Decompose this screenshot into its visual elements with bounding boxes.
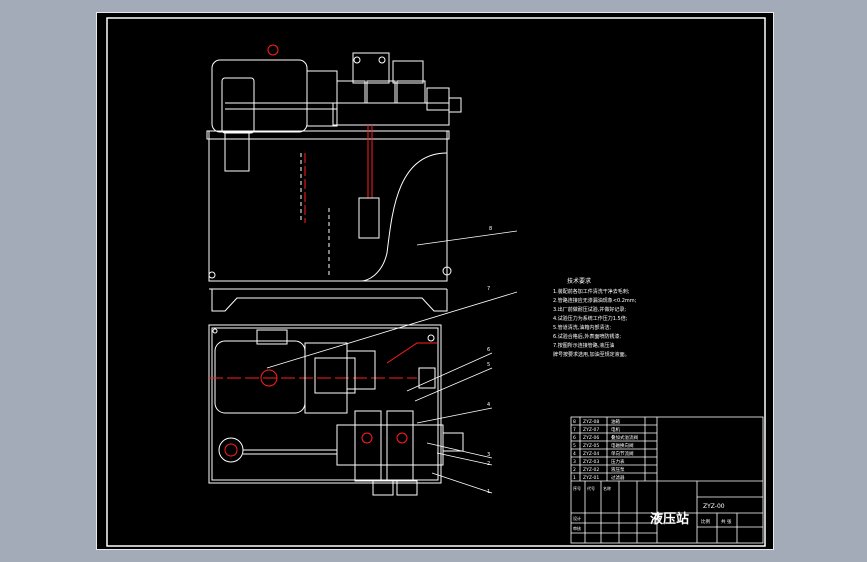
part-name: 单向节流阀 bbox=[611, 450, 634, 457]
top-view bbox=[208, 324, 464, 496]
callout-4: 4 bbox=[487, 402, 490, 408]
part-code: ZYZ-01 bbox=[583, 475, 599, 481]
tech-note-line: 4.试验压力为系统工作压力1.5倍; bbox=[553, 315, 628, 322]
parts-header-code: 代号 bbox=[587, 485, 595, 491]
callout-7: 7 bbox=[487, 286, 490, 292]
part-name: 压力表 bbox=[611, 458, 625, 465]
tech-note-line: 3.出厂前做耐压试验,并做好记录; bbox=[553, 306, 626, 313]
part-name: 过滤器 bbox=[611, 474, 625, 481]
part-name: 液压泵 bbox=[611, 466, 625, 473]
title-checker: 审核 bbox=[573, 525, 581, 531]
tank-top bbox=[208, 324, 442, 484]
drawing-number: ZYZ-00 bbox=[703, 503, 725, 510]
title-scale: 比例 bbox=[701, 518, 710, 525]
part-code: ZYZ-05 bbox=[583, 443, 599, 449]
filter-top bbox=[218, 437, 244, 463]
part-no: 2 bbox=[573, 467, 576, 473]
drawing-canvas: 8 7 6 5 4 3 2 1 技术要求 1.装配前各加工件清洗干净去毛刺; 2… bbox=[106, 17, 766, 547]
motor-front bbox=[211, 59, 308, 133]
parts-header-name: 名称 bbox=[603, 485, 611, 491]
tech-notes-heading: 技术要求 bbox=[567, 277, 591, 285]
parts-list-text: 8 ZYZ-08 油箱 7 ZYZ-07 电机 6 ZYZ-06 叠加式溢流阀 … bbox=[573, 418, 732, 531]
part-no: 7 bbox=[573, 427, 576, 433]
title-sheet: 共 张 bbox=[721, 518, 732, 525]
title-block bbox=[570, 416, 764, 544]
tech-note-line: 2.管路连接应无渗漏油现象<0.2mm; bbox=[553, 297, 637, 304]
parts-header-no: 序号 bbox=[573, 485, 581, 491]
callout-labels: 8 7 6 5 4 3 2 1 bbox=[487, 226, 492, 495]
callout-2: 2 bbox=[487, 461, 490, 467]
part-no: 1 bbox=[573, 475, 576, 481]
valve-block-front bbox=[332, 102, 450, 126]
part-name: 油箱 bbox=[611, 418, 620, 425]
callout-1: 1 bbox=[487, 489, 490, 495]
part-name: 电机 bbox=[611, 426, 620, 433]
tech-note-line: 7.按图所示连接管路,液压油 bbox=[553, 342, 614, 349]
part-name: 叠加式溢流阀 bbox=[611, 434, 638, 441]
part-code: ZYZ-04 bbox=[583, 451, 599, 457]
part-code: ZYZ-08 bbox=[583, 419, 599, 425]
part-code: ZYZ-02 bbox=[583, 467, 599, 473]
leader-lines bbox=[266, 230, 518, 494]
callout-5: 5 bbox=[487, 362, 490, 368]
tech-note-line: 牌号按要求选用,加油至规定液面。 bbox=[553, 351, 630, 358]
callout-8: 8 bbox=[489, 226, 492, 232]
part-no: 6 bbox=[573, 435, 576, 441]
motor-top bbox=[214, 340, 306, 414]
tech-note-line: 5.管道清洗,油箱内部清洁; bbox=[553, 324, 611, 331]
callout-3: 3 bbox=[487, 452, 490, 458]
tech-note-line: 6.试验合格后,外表面喷防锈漆; bbox=[553, 333, 621, 340]
callout-6: 6 bbox=[487, 347, 490, 353]
part-no: 8 bbox=[573, 419, 576, 425]
valve-stack-top bbox=[336, 424, 444, 466]
drawing-sheet: 8 7 6 5 4 3 2 1 技术要求 1.装配前各加工件清洗干净去毛刺; 2… bbox=[96, 12, 774, 550]
tech-notes: 技术要求 1.装配前各加工件清洗干净去毛刺; 2.管路连接应无渗漏油现象<0.2… bbox=[553, 277, 637, 358]
front-view bbox=[206, 44, 462, 312]
part-code: ZYZ-07 bbox=[583, 427, 599, 433]
drawing-title: 液压站 bbox=[650, 511, 689, 527]
part-no: 5 bbox=[573, 443, 576, 449]
part-code: ZYZ-03 bbox=[583, 459, 599, 465]
inner-frame bbox=[106, 17, 766, 547]
part-no: 4 bbox=[573, 451, 576, 457]
tech-note-line: 1.装配前各加工件清洗干净去毛刺; bbox=[553, 288, 630, 295]
tank-front bbox=[208, 130, 448, 282]
part-no: 3 bbox=[573, 459, 576, 465]
title-designer: 设计 bbox=[573, 515, 581, 521]
part-code: ZYZ-06 bbox=[583, 435, 599, 441]
part-name: 电磁换向阀 bbox=[611, 442, 634, 449]
